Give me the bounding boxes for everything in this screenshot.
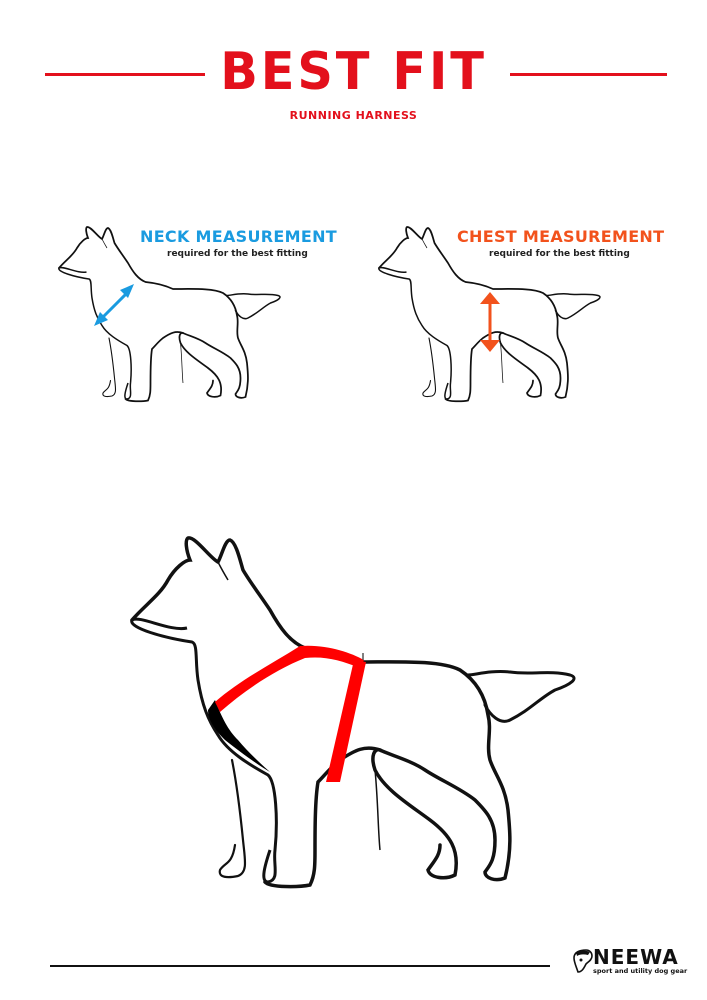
chest-measurement-title: CHEST MEASUREMENT xyxy=(457,227,665,246)
neck-measurement-subtitle: required for the best fitting xyxy=(167,249,308,259)
brand-tagline: sport and utility dog gear xyxy=(593,967,688,975)
footer-rule xyxy=(50,965,550,967)
chest-arrow-icon xyxy=(480,292,500,352)
title-rule-right xyxy=(510,73,667,76)
chest-measurement-subtitle: required for the best fitting xyxy=(489,249,630,259)
title-rule-left xyxy=(45,73,205,76)
harness-dog-illustration xyxy=(129,536,576,889)
harness-belly-strap xyxy=(326,660,366,782)
neck-arrow-icon xyxy=(94,284,134,326)
page-title: BEST FIT xyxy=(220,42,487,102)
neck-dog-illustration xyxy=(57,226,281,403)
neck-measurement-title: NECK MEASUREMENT xyxy=(140,227,337,246)
harness-neck-strap xyxy=(215,645,364,712)
dog-head-logo-icon xyxy=(573,949,593,973)
harness-chest-pad xyxy=(208,700,270,772)
page-subtitle: RUNNING HARNESS xyxy=(289,109,418,122)
brand-name: NEEWA xyxy=(593,945,679,969)
